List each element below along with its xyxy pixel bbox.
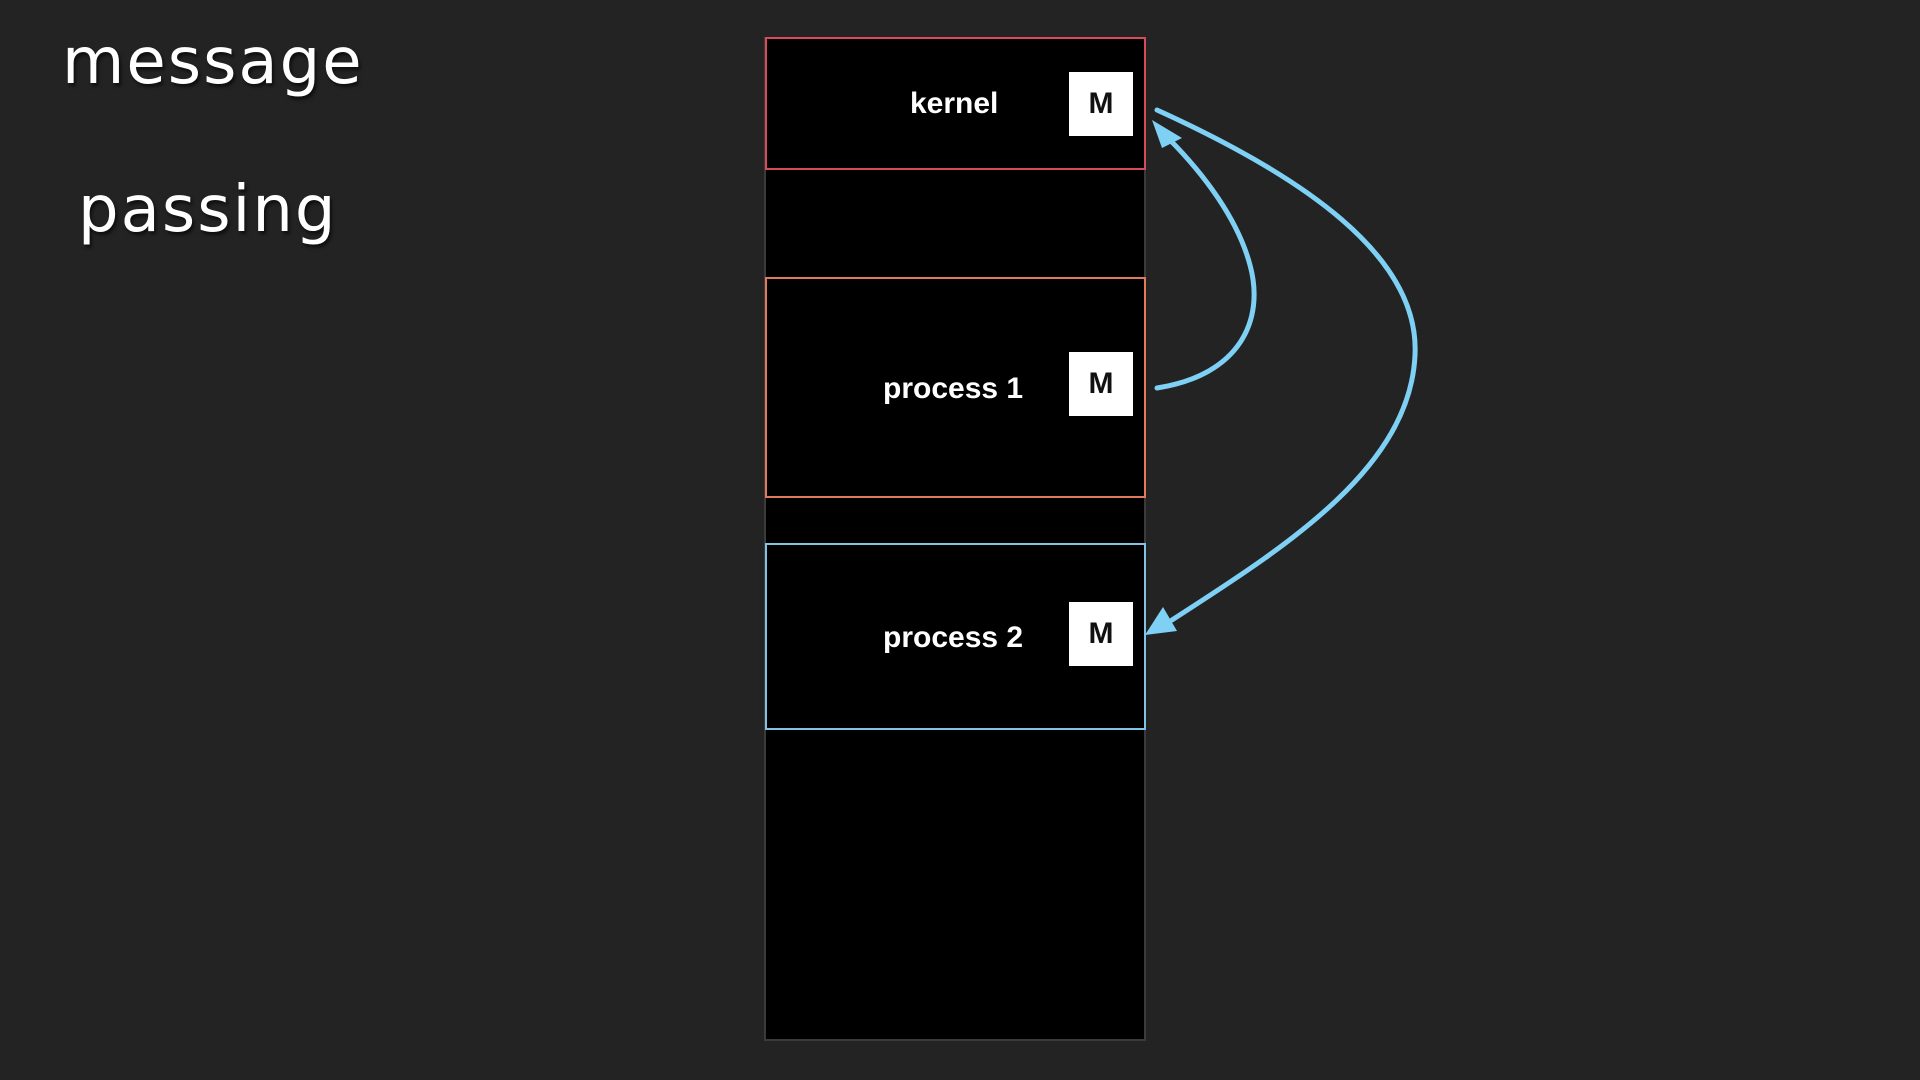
title-line-2: passing — [78, 173, 338, 247]
process-1-label: process 1 — [883, 372, 1024, 405]
process-2-message-box: M — [1069, 602, 1133, 666]
process-2-label: process 2 — [883, 621, 1024, 654]
title-line-1: message — [62, 25, 364, 99]
arrowhead-kernel — [1152, 120, 1182, 148]
arrowhead-process2 — [1145, 607, 1177, 635]
kernel-message-box: M — [1069, 72, 1133, 136]
edge-process1-to-kernel — [1154, 135, 1257, 391]
memory-column — [764, 37, 1146, 1041]
edge-kernel-to-process2 — [1154, 107, 1418, 623]
kernel-label: kernel — [910, 87, 999, 120]
process-1-message-box: M — [1069, 352, 1133, 416]
